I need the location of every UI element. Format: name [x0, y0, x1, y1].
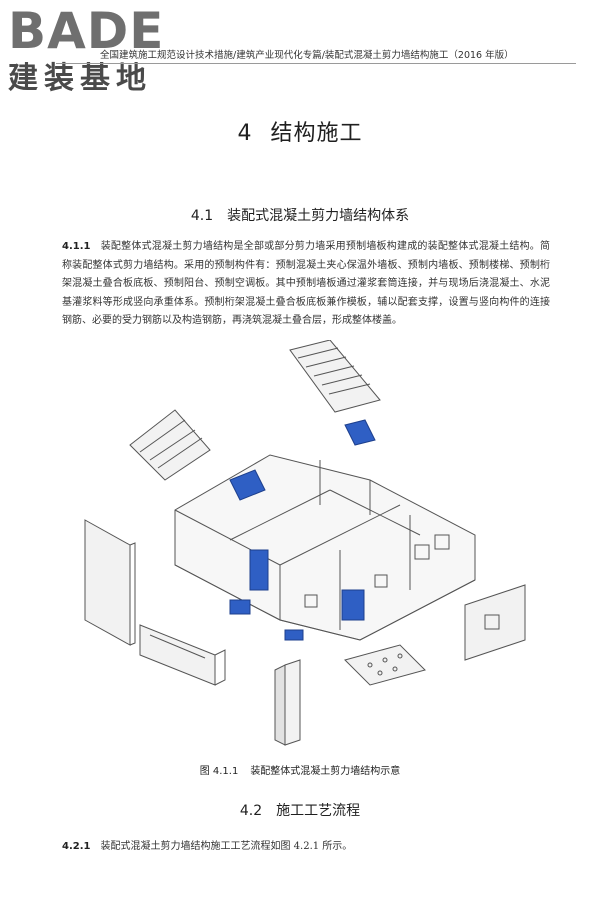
paragraph-4-2-1: 4.2.1 装配式混凝土剪力墙结构施工工艺流程如图 4.2.1 所示。 — [62, 838, 550, 857]
wall-panel-left — [84, 519, 136, 646]
section-number: 4.1 — [190, 208, 214, 224]
running-header: 全国建筑施工规范设计技术措施/建筑产业现代化专篇/装配式混凝土剪力墙结构施工（2… — [100, 50, 514, 61]
figure-number: 图 4.1.1 — [199, 766, 239, 777]
header-divider — [56, 63, 576, 64]
chapter-number: 4 — [237, 121, 253, 146]
wall-panel-right — [464, 584, 526, 661]
figure-caption-text: 装配整体式混凝土剪力墙结构示意 — [250, 766, 401, 777]
structure-illustration — [84, 340, 526, 746]
column-component — [274, 659, 301, 746]
section-name: 施工工艺流程 — [276, 803, 361, 819]
section-name: 装配式混凝土剪力墙结构体系 — [227, 208, 410, 224]
slab-component — [129, 409, 211, 481]
figure-caption: 图 4.1.1 装配整体式混凝土剪力墙结构示意 — [0, 762, 600, 777]
chapter-title: 4 结构施工 — [0, 115, 600, 147]
clause-text: 装配整体式混凝土剪力墙结构是全部或部分剪力墙采用预制墙板构建成的装配整体式混凝土… — [62, 241, 550, 326]
clause-text: 装配式混凝土剪力墙结构施工工艺流程如图 4.2.1 所示。 — [100, 841, 353, 852]
logo-brand: BADE — [8, 2, 165, 60]
balcony-component — [139, 624, 226, 686]
highlighted-components — [229, 419, 376, 641]
bade-logo: BADE 建装基地 — [8, 6, 178, 101]
building-body — [174, 454, 476, 641]
section-heading-4-1: 4.1 装配式混凝土剪力墙结构体系 — [0, 205, 600, 225]
precast-slab-component — [344, 644, 426, 686]
clause-number: 4.2.1 — [62, 841, 91, 852]
clause-number: 4.1.1 — [62, 241, 91, 252]
stair-component — [289, 340, 381, 413]
chapter-name: 结构施工 — [270, 121, 363, 146]
section-heading-4-2: 4.2 施工工艺流程 — [0, 800, 600, 820]
section-number: 4.2 — [239, 803, 263, 819]
logo-subtitle: 建装基地 — [8, 61, 152, 96]
